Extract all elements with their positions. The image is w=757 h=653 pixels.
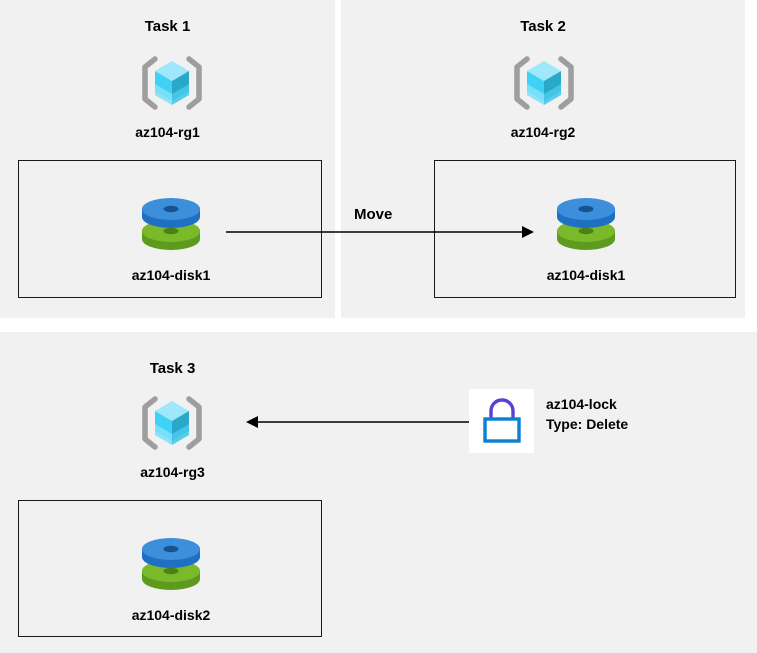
disk-label-2: az104-disk1: [546, 267, 626, 283]
lock-info: az104-lock Type: Delete: [546, 394, 628, 434]
resource-group-label-3: az104-rg3: [140, 464, 205, 480]
lock-name: az104-lock: [546, 396, 617, 412]
disk-label-3: az104-disk2: [131, 607, 211, 623]
resource-group-label-2: az104-rg2: [510, 124, 576, 140]
lock-icon-container: [469, 389, 534, 453]
panel-task-2-title: Task 2: [520, 18, 566, 35]
resource-box-task-3: az104-disk2: [18, 500, 322, 637]
resource-group-label-1: az104-rg1: [135, 124, 200, 140]
resource-group-cube-icon: [513, 54, 575, 112]
managed-disk-icon: [553, 194, 619, 256]
resource-box-task-2: az104-disk1: [434, 160, 736, 298]
panel-task-2: Task 2 az104-rg2: [341, 0, 745, 318]
panel-task-1: Task 1 az104-rg1: [0, 0, 335, 318]
move-connector-label: Move: [354, 206, 393, 223]
managed-disk-icon: [138, 194, 204, 256]
resource-group-cube-icon: [141, 394, 203, 452]
resource-box-task-1: az104-disk1: [18, 160, 322, 298]
arrow-right-icon: [226, 226, 534, 238]
panel-task-3-title: Task 3: [149, 360, 196, 377]
panel-task-3: Task 3 az104-rg3: [0, 332, 757, 653]
panel-task-1-title: Task 1: [144, 18, 191, 35]
managed-disk-icon: [138, 534, 204, 596]
disk-label-1: az104-disk1: [131, 267, 211, 283]
lock-icon: [480, 397, 524, 445]
lock-type: Type: Delete: [546, 416, 629, 432]
arrow-left-icon: [246, 416, 470, 428]
resource-group-cube-icon: [141, 54, 203, 112]
